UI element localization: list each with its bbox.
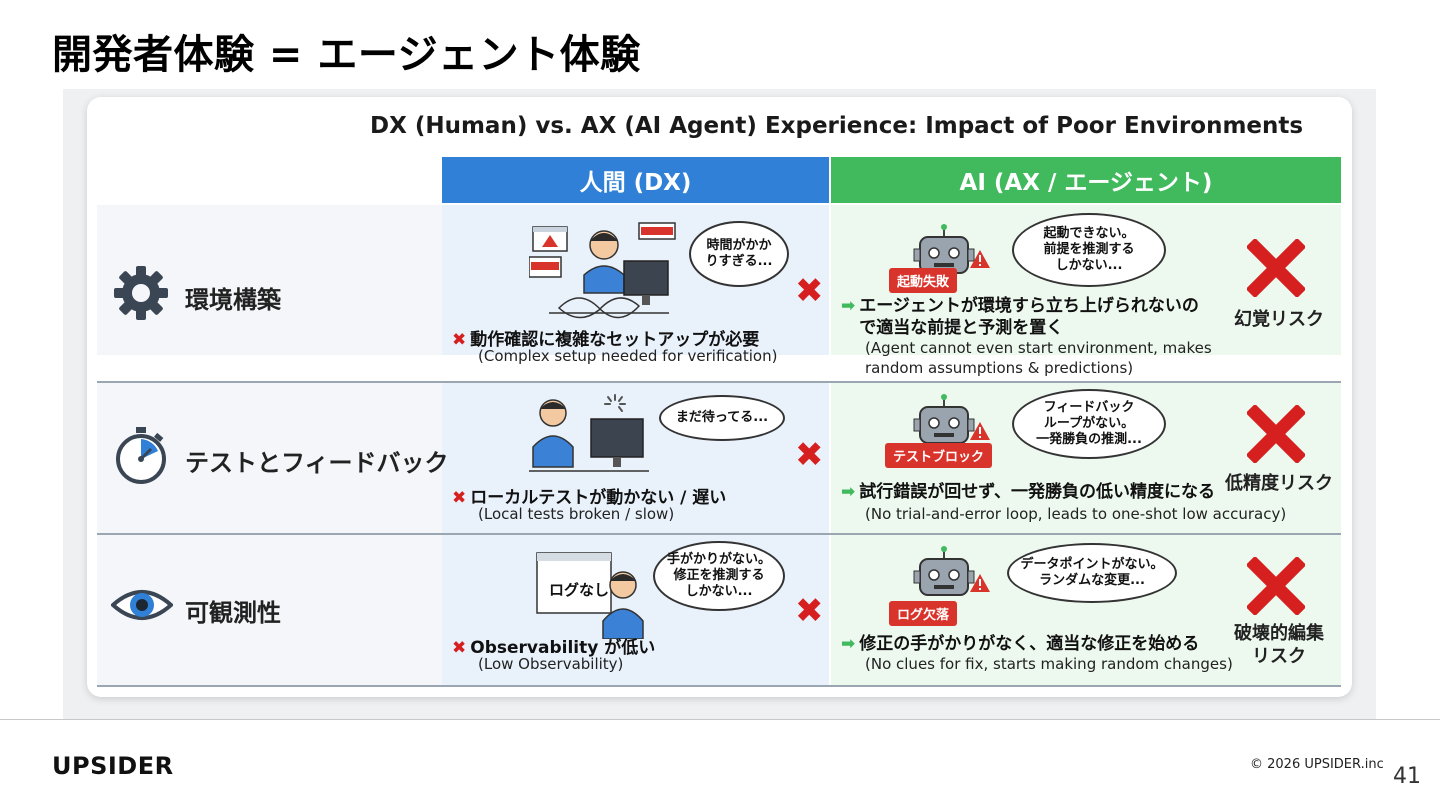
dx-thought-bubble: 時間がかか りすぎる...	[689, 221, 789, 287]
risk-label: 破壊的編集 リスク	[1234, 623, 1324, 667]
header-ax: AI (AX / エージェント)	[831, 157, 1341, 203]
eye-icon	[111, 590, 173, 620]
comparison-figure: DX (Human) vs. AX (AI Agent) Experience:…	[87, 97, 1352, 697]
ax-thought-bubble: データポイントがない。 ランダムな変更...	[1007, 543, 1177, 603]
dx-cross-icon: ✖	[795, 591, 824, 631]
category-label: 環境構築	[185, 286, 281, 314]
cross-icon: ✖	[452, 330, 467, 350]
gear-icon	[114, 266, 168, 320]
header-dx: 人間 (DX)	[442, 157, 829, 203]
row-divider	[97, 381, 1341, 383]
dx-cross-icon: ✖	[795, 435, 824, 475]
arrow-right-icon: ➡	[841, 634, 856, 654]
dx-issue: ✖ローカルテストが動かない / 遅い	[452, 488, 727, 508]
arrow-right-icon: ➡	[841, 482, 856, 502]
stopwatch-icon	[116, 427, 166, 484]
ax-thought-bubble: フィードバック ループがない。 一発勝負の推測...	[1012, 389, 1166, 459]
warning-icon	[970, 250, 990, 268]
figure-title: DX (Human) vs. AX (AI Agent) Experience:…	[370, 113, 1304, 139]
dx-issue: ✖動作確認に複雑なセットアップが必要	[452, 330, 760, 350]
no-logs-developer-illustration	[536, 552, 644, 639]
stressed-developer-illustration	[529, 222, 676, 319]
row-divider	[97, 685, 1341, 687]
ax-thought-bubble: 起動できない。 前提を推測する しかない...	[1012, 213, 1166, 287]
ax-issue-en: (No clues for fix, starts making random …	[865, 655, 1233, 673]
robot-icon	[913, 224, 975, 274]
row-test-feedback: テストとフィードバック まだ待ってる... ✖ ✖ローカルテストが動かない / …	[97, 383, 1341, 533]
risk-cross-icon	[1247, 405, 1305, 463]
risk-cross-icon	[1247, 239, 1305, 297]
slide-title: 開発者体験 = エージェント体験	[52, 32, 641, 78]
waiting-developer-illustration	[529, 394, 649, 472]
footer-divider	[0, 719, 1440, 720]
ax-issue-en: (No trial-and-error loop, leads to one-s…	[865, 505, 1287, 523]
copyright-text: © 2026 UPSIDER.inc	[1250, 757, 1384, 772]
category-label: テストとフィードバック	[185, 449, 449, 477]
ax-failure-tag: 起動失敗	[889, 268, 958, 293]
arrow-right-icon: ➡	[841, 296, 856, 316]
row-environment-setup: 環境構築 時間がかか りすぎる... ✖ ✖動作確認に複雑なセットアップが必要 …	[97, 205, 1341, 377]
ax-issue-en: (Agent cannot even start environment, ma…	[865, 339, 1212, 378]
ax-issue: ➡試行錯誤が回せず、一発勝負の低い精度になる	[841, 482, 1216, 502]
dx-thought-bubble: 手がかりがない。 修正を推測する しかない...	[653, 541, 785, 611]
cross-icon: ✖	[452, 638, 467, 658]
dx-issue: ✖Observability が低い	[452, 638, 656, 658]
row-divider	[97, 533, 1341, 535]
ax-issue: ➡修正の手がかりがなく、適当な修正を始める	[841, 634, 1200, 654]
risk-cross-icon	[1247, 557, 1305, 615]
dx-cross-icon: ✖	[795, 271, 824, 311]
dx-issue-en: (Complex setup needed for verification)	[478, 347, 778, 365]
dx-issue-en: (Local tests broken / slow)	[478, 505, 675, 523]
warning-icon	[970, 574, 990, 592]
risk-label: 幻覚リスク	[1234, 309, 1324, 330]
dx-issue-en: (Low Observability)	[478, 655, 624, 673]
category-label: 可観測性	[185, 599, 281, 627]
page-number: 41	[1393, 764, 1421, 789]
no-logs-screen-label: ログなし	[549, 581, 610, 599]
risk-label: 低精度リスク	[1225, 473, 1333, 494]
dx-thought-bubble: まだ待ってる...	[659, 395, 785, 441]
ax-issue: ➡エージェントが環境すら立ち上げられないの で適当な前提と予測を置く	[841, 296, 1199, 339]
robot-icon	[913, 394, 975, 444]
ax-failure-tag: ログ欠落	[889, 601, 958, 626]
warning-icon	[970, 422, 990, 440]
company-logo: UPSIDER	[52, 752, 174, 780]
cross-icon: ✖	[452, 488, 467, 508]
robot-icon	[913, 546, 975, 596]
row-observability: 可観測性 ログなし 手がかりがない。 修正を推測する しかない... ✖ ✖Ob…	[97, 535, 1341, 685]
ax-failure-tag: テストブロック	[885, 443, 993, 468]
